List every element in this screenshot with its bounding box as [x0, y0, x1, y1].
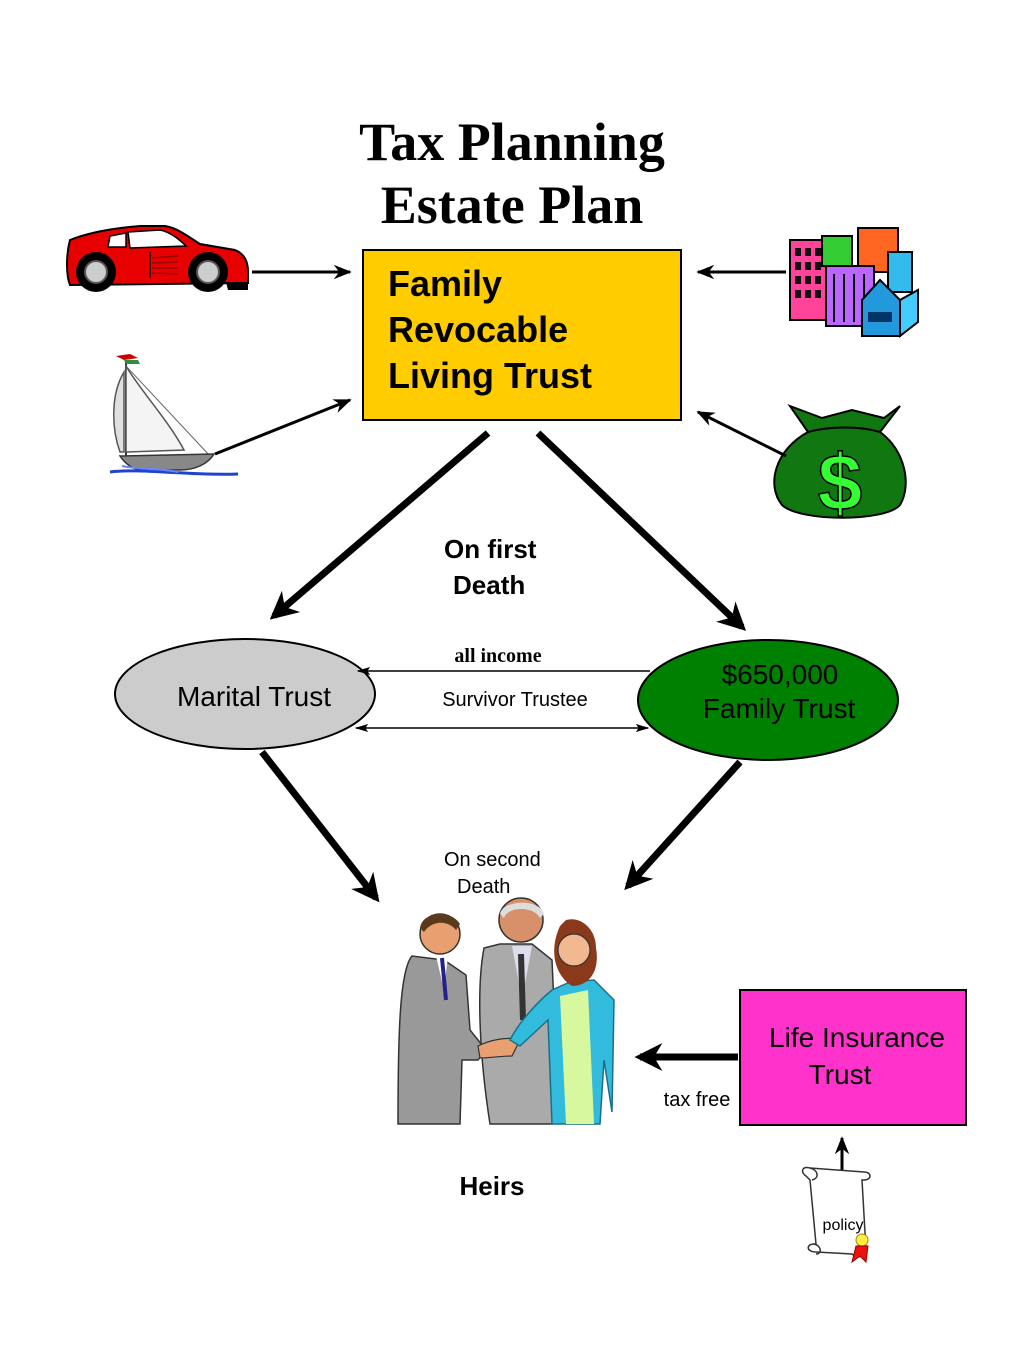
first-death-line-2: Death	[453, 570, 525, 600]
arrow-boat-to-trust	[214, 398, 352, 456]
car-icon	[66, 225, 249, 292]
heirs-label: Heirs	[459, 1171, 524, 1201]
arrow-trust-to-family	[535, 430, 747, 631]
second-death-line-1: On second	[444, 849, 541, 871]
first-death-line-1: On first	[444, 534, 537, 564]
arrow-marital-to-heirs	[259, 749, 380, 903]
heirs-people-icon	[397, 897, 615, 1125]
trust-box-line-1: Family	[388, 263, 502, 304]
all-income-label: all income	[454, 645, 541, 667]
life-insurance-line-1: Life Insurance	[769, 1022, 945, 1053]
family-trust-line-2: Family Trust	[703, 693, 856, 724]
sailboat-icon	[109, 354, 239, 476]
arrow-trust-to-marital	[269, 430, 491, 620]
family-trust-oval: $650,000 Family Trust	[637, 639, 899, 761]
buildings-icon	[789, 227, 919, 339]
arrow-family-to-heirs	[624, 759, 743, 891]
family-revocable-living-trust-box: Family Revocable Living Trust	[362, 249, 682, 421]
second-death-line-2: Death	[457, 876, 510, 898]
trust-box-line-3: Living Trust	[388, 355, 592, 396]
marital-trust-oval: Marital Trust	[114, 638, 376, 750]
policy-scroll-icon: policy	[801, 1166, 871, 1264]
marital-trust-label: Marital Trust	[177, 681, 331, 712]
family-trust-line-1: $650,000	[722, 659, 839, 690]
money-bag-icon: $	[773, 403, 907, 528]
title-line-2: Estate Plan	[381, 175, 644, 235]
title-line-1: Tax Planning	[359, 112, 665, 172]
policy-label: policy	[823, 1217, 864, 1234]
tax-free-label: tax free	[664, 1089, 731, 1111]
survivor-trustee-label: Survivor Trustee	[442, 689, 588, 711]
trust-box-line-2: Revocable	[388, 309, 568, 350]
policy-seal-icon	[855, 1233, 869, 1247]
life-insurance-trust-box: Life Insurance Trust	[739, 989, 967, 1126]
arrow-money-to-trust	[696, 410, 787, 458]
life-insurance-line-2: Trust	[809, 1059, 872, 1090]
dollar-sign: $	[818, 438, 863, 527]
